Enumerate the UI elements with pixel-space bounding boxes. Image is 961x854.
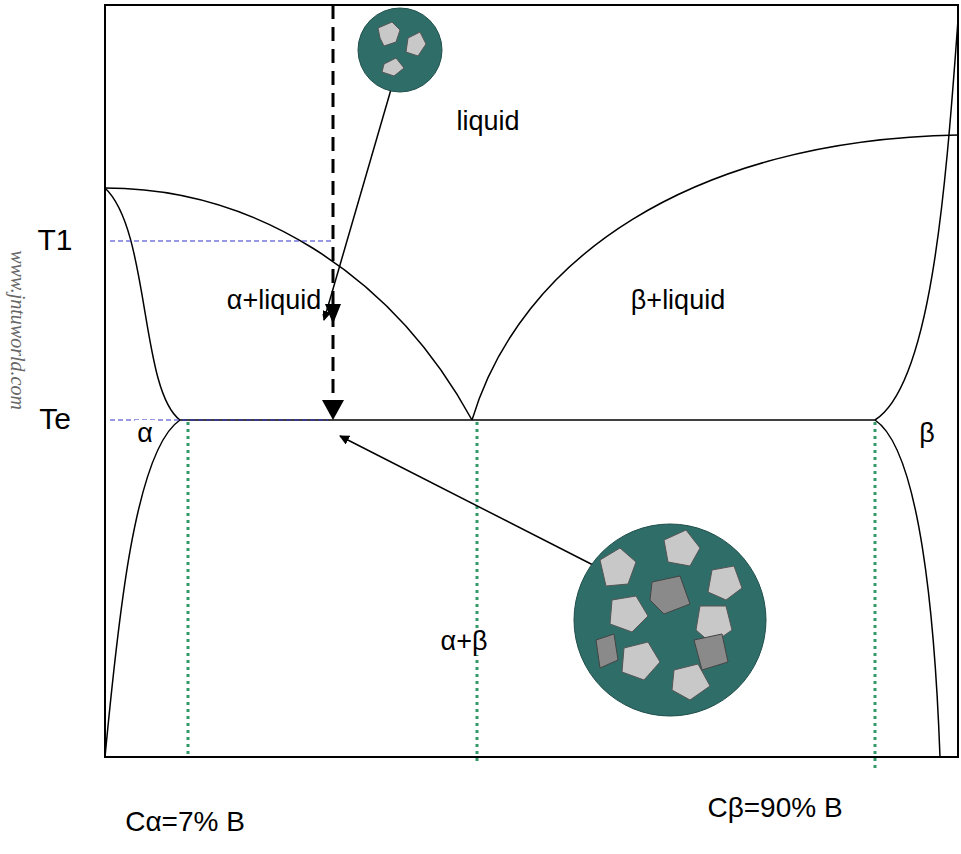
solidus-beta (875, 20, 958, 420)
region-label: liquid (454, 108, 521, 135)
phase-label: β (917, 420, 937, 447)
phase-label: α (135, 420, 155, 447)
region-label: α+β (439, 628, 490, 655)
t1-guide (110, 240, 333, 241)
temperature-guides (110, 241, 333, 420)
composition-guides (188, 422, 875, 770)
composition-label: Cβ=90% B (707, 794, 842, 822)
temperature-label: Te (39, 404, 71, 434)
eutectic-line (180, 419, 875, 421)
leader-arrow (324, 86, 392, 320)
watermark: www.jntuworld.com (8, 250, 28, 410)
liquidus-beta (472, 135, 958, 420)
plot-frame (105, 5, 958, 757)
solidus-alpha (105, 188, 180, 420)
leader-arrow (340, 436, 595, 566)
c-alpha-guide (187, 422, 190, 757)
microstructure-circle (574, 524, 766, 716)
cooling-path (332, 5, 335, 418)
liquidus-alpha (105, 188, 472, 420)
region-label: α+liquid (225, 287, 323, 314)
composition-label: Cα=7% B (125, 808, 245, 836)
temperature-label: T1 (37, 225, 72, 255)
microstructure-circle (358, 8, 442, 92)
phase-boundaries (105, 20, 958, 757)
region-label: β+liquid (629, 287, 727, 314)
c-eutectic-guide (476, 422, 479, 765)
solvus-beta (875, 420, 940, 757)
c-beta-guide (874, 422, 877, 770)
solvus-alpha (105, 420, 180, 757)
